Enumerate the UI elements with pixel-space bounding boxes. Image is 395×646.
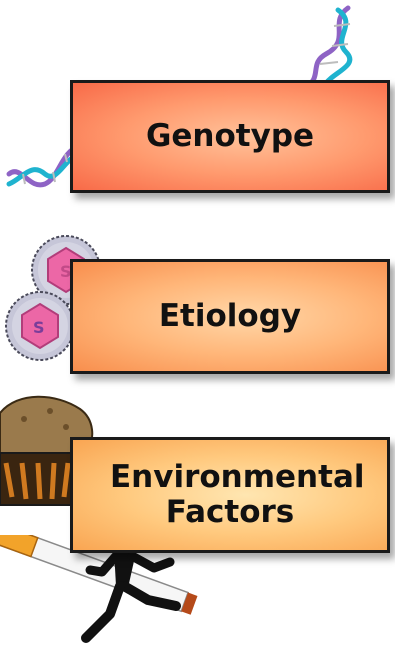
svg-text:S: S (33, 318, 45, 337)
dna-strand-top-icon (290, 0, 360, 90)
etiology-panel: Etiology (70, 259, 390, 374)
environmental-factors-panel: Environmental Factors (70, 437, 390, 553)
environmental-factors-label: Environmental Factors (110, 460, 350, 529)
genotype-panel: Genotype (70, 80, 390, 193)
etiology-label: Etiology (159, 299, 301, 334)
genotype-label: Genotype (146, 119, 314, 154)
